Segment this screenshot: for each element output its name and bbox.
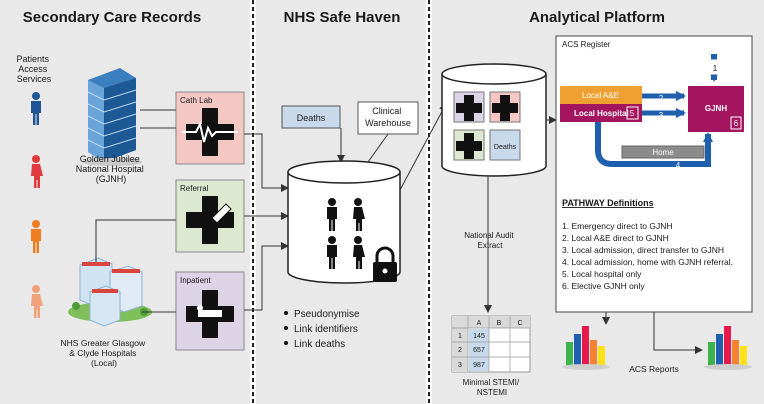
pathway-diagram: 1 Local A&E Local Hospital 5 2 3 GJNH 6 …	[560, 54, 744, 170]
svg-text:Home: Home	[652, 148, 674, 157]
pathway-list: 1. Emergency direct to GJNH 2. Local A&E…	[562, 221, 733, 291]
minimal-dataset-caption: Minimal STEMI/ NSTEMI	[463, 378, 522, 397]
platform-database: Deaths	[441, 63, 547, 177]
svg-text:6. Elective GJNH only: 6. Elective GJNH only	[562, 281, 645, 291]
svg-text:1: 1	[713, 64, 718, 73]
svg-text:Link identifiers: Link identifiers	[294, 324, 358, 335]
svg-text:A: A	[477, 320, 482, 327]
svg-text:1: 1	[458, 333, 462, 340]
svg-text:GJNH: GJNH	[705, 104, 727, 113]
gjnh-building-icon	[82, 68, 142, 166]
inpatient-box: Inpatient	[175, 271, 245, 351]
ggc-hospitals-label: NHS Greater Glasgow & Clyde Hospitals (L…	[61, 338, 148, 368]
referral-label: Referral	[180, 184, 209, 193]
title-safe-haven: NHS Safe Haven	[284, 9, 401, 26]
svg-text:Link deaths: Link deaths	[294, 339, 345, 350]
svg-text:5: 5	[630, 109, 635, 118]
padlock-icon	[373, 246, 397, 282]
clinical-warehouse-box	[357, 101, 419, 135]
local-ae-box	[560, 86, 642, 104]
svg-text:2. Local A&E direct to GJNH: 2. Local A&E direct to GJNH	[562, 233, 669, 243]
national-audit-label: National Audit Extract	[464, 231, 516, 250]
gjnh-box	[688, 86, 744, 132]
minimal-dataset-table: A B C 1 2 3 145 657 987	[451, 315, 531, 373]
title-analytical: Analytical Platform	[529, 9, 665, 26]
safe-haven-bullets: Pseudonymise Link identifiers Link death…	[284, 309, 360, 350]
svg-text:6: 6	[734, 119, 739, 128]
acs-reports-label: ACS Reports	[629, 364, 679, 374]
svg-text:2: 2	[659, 94, 664, 103]
svg-text:145: 145	[473, 333, 485, 340]
home-box	[621, 145, 705, 159]
svg-text:2: 2	[458, 347, 462, 354]
platform-deaths-label: Deaths	[494, 144, 517, 151]
svg-text:Local A&E: Local A&E	[582, 91, 619, 100]
svg-text:B: B	[497, 320, 502, 327]
patients-access-label: Patients Access Services	[16, 54, 51, 84]
svg-text:Pseudonymise: Pseudonymise	[294, 309, 360, 320]
svg-text:3. Local admission, direct tra: 3. Local admission, direct transfer to G…	[562, 245, 724, 255]
deaths-label: Deaths	[297, 113, 326, 123]
svg-text:1. Emergency direct to GJNH: 1. Emergency direct to GJNH	[562, 221, 673, 231]
acs-register-box	[555, 35, 753, 313]
report-chart-icon-1	[562, 326, 610, 370]
svg-text:Local Hospital: Local Hospital	[574, 109, 629, 118]
deaths-box	[281, 105, 341, 129]
cath-lab-label: Cath Lab	[180, 96, 213, 105]
svg-text:3: 3	[659, 111, 664, 120]
referral-cross-icon	[186, 196, 234, 244]
ggc-hospitals-icon	[68, 257, 152, 327]
report-chart-icon-2	[704, 326, 752, 370]
svg-text:4. Local admission, home with: 4. Local admission, home with GJNH refer…	[562, 257, 733, 267]
clinical-warehouse-label: Clinical Warehouse	[365, 106, 411, 128]
svg-text:4: 4	[676, 161, 681, 170]
inpatient-label: Inpatient	[180, 276, 211, 285]
pathway-heading: PATHWAY Definitions	[562, 198, 654, 208]
title-secondary-care: Secondary Care Records	[23, 9, 201, 26]
svg-text:5. Local hospital only: 5. Local hospital only	[562, 269, 642, 279]
cath-lab-box: Cath Lab	[175, 91, 245, 165]
safe-haven-database	[287, 160, 401, 284]
svg-text:3: 3	[458, 362, 462, 369]
svg-text:C: C	[517, 320, 522, 327]
local-hospital-box	[560, 104, 642, 122]
acs-register-title: ACS Register	[562, 40, 611, 49]
gjnh-hospital-label: Golden Jubilee National Hospital (GJNH)	[76, 154, 147, 184]
svg-text:657: 657	[473, 347, 485, 354]
svg-text:987: 987	[473, 362, 485, 369]
referral-box: Referral	[175, 179, 245, 253]
